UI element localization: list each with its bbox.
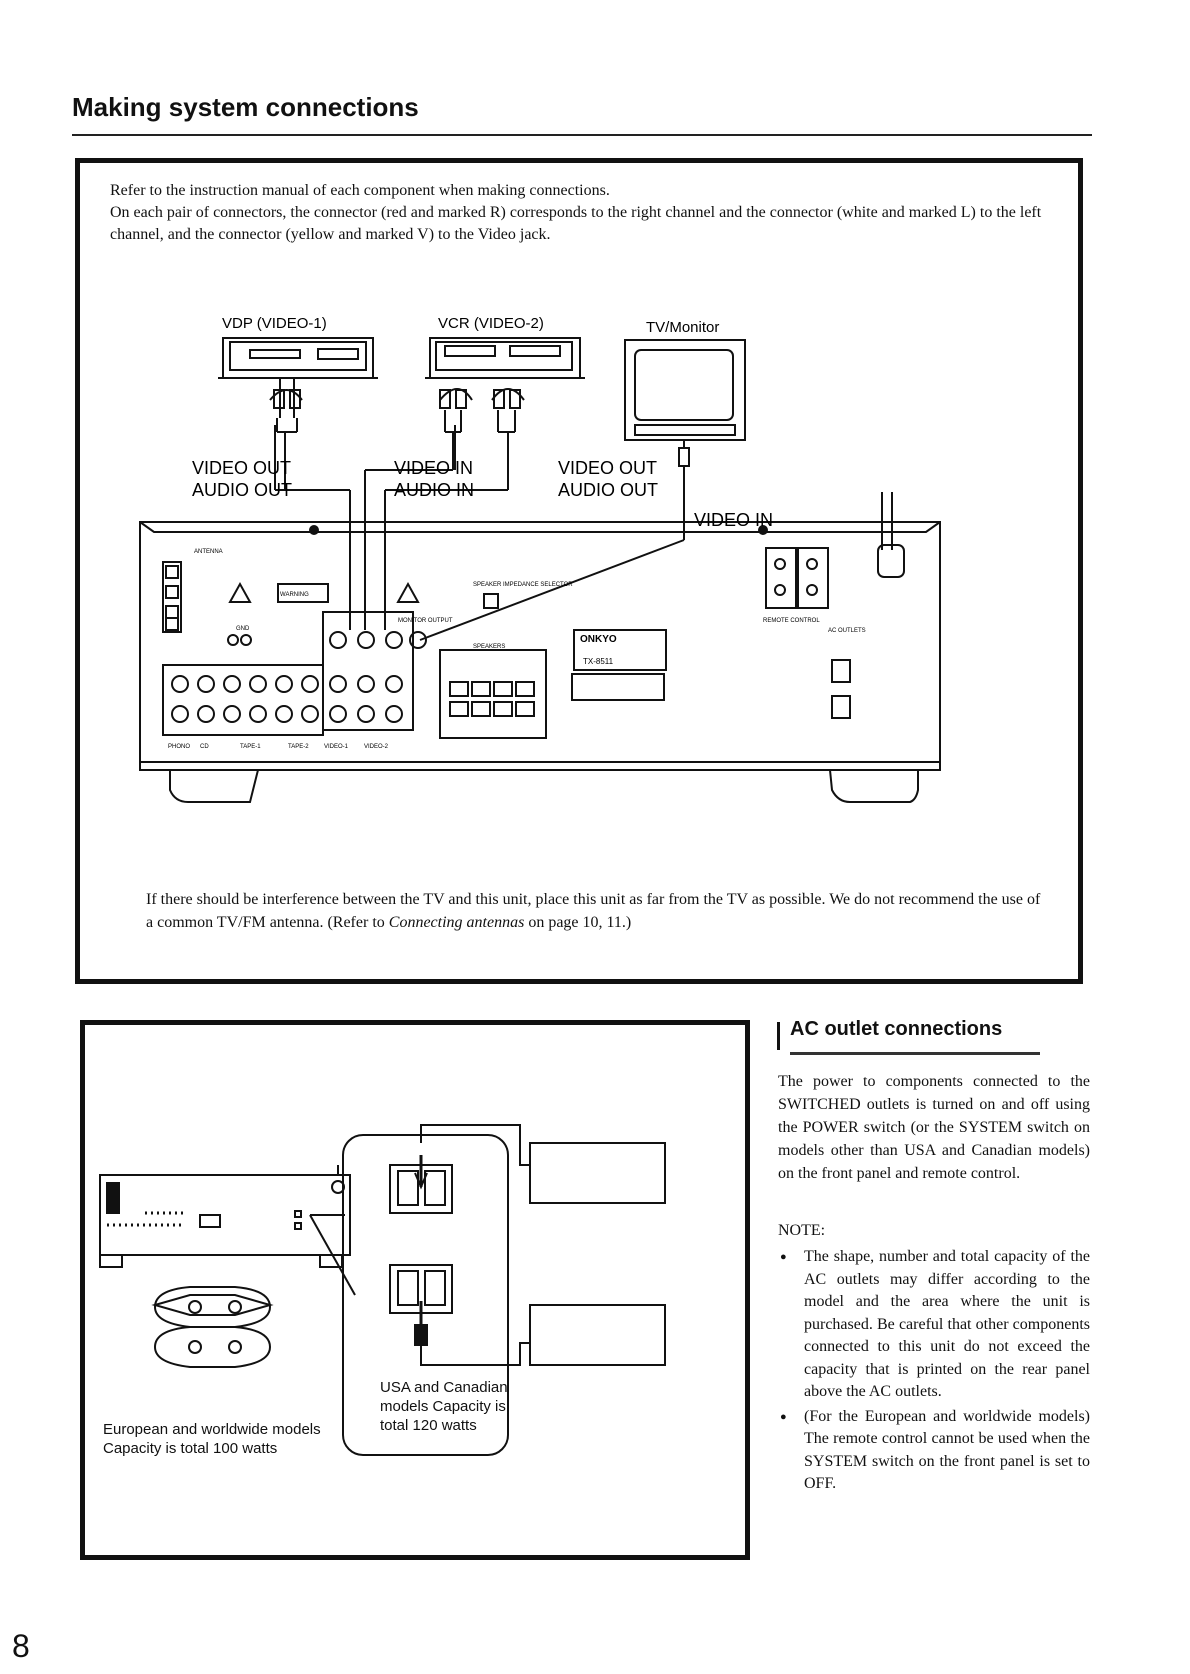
panel-antenna-label: ANTENNA <box>194 549 223 555</box>
label-vdp: VDP (VIDEO-1) <box>222 315 327 332</box>
panel-tape2-label: TAPE-2 <box>288 744 309 750</box>
vdp-device <box>218 337 378 379</box>
usa-capacity-caption: USA and Canadian models Capacity is tota… <box>380 1378 540 1435</box>
ac-body-text: The power to components connected to the… <box>778 1073 1090 1182</box>
label-vcr-audio-in: AUDIO IN <box>394 480 474 500</box>
usa-caption-line-1: USA and Canadian <box>380 1379 508 1396</box>
panel-warning-label: WARNING <box>280 592 309 598</box>
page-title: Making system connections <box>72 92 419 122</box>
vdp-cables <box>269 378 303 490</box>
note-item: The shape, number and total capacity of … <box>778 1246 1090 1404</box>
intro-text: Refer to the instruction manual of each … <box>110 180 1050 246</box>
intro-line-2: On each pair of connectors, the connecto… <box>110 204 1042 243</box>
label-vcr: VCR (VIDEO-2) <box>438 315 544 332</box>
label-vcr-video-in: VIDEO IN <box>394 458 473 478</box>
ac-heading-bracket <box>777 1022 784 1050</box>
panel-ac-outlets-label: AC OUTLETS <box>828 628 866 634</box>
note-item: (For the European and worldwide models) … <box>778 1406 1090 1496</box>
label-tv-video-in: VIDEO IN <box>694 510 773 530</box>
vcr-cables <box>439 388 525 470</box>
receiver-brand: ONKYO <box>580 634 617 645</box>
panel-cd-label: CD <box>200 744 209 750</box>
european-socket <box>151 1286 274 1368</box>
vcr-device <box>425 337 585 379</box>
connections-frame <box>75 158 1083 984</box>
label-vdp-audio-out: AUDIO OUT <box>192 480 292 500</box>
label-vcr-audio-out: AUDIO OUT <box>558 480 658 500</box>
receiver-model: TX-8511 <box>583 657 614 666</box>
connection-lines <box>274 425 893 641</box>
panel-monitor-label: MONITOR OUTPUT <box>398 618 453 624</box>
intro-line-1: Refer to the instruction manual of each … <box>110 182 610 199</box>
label-vcr-video-out: VIDEO OUT <box>558 458 657 478</box>
interference-note: If there should be interference between … <box>146 888 1046 934</box>
receiver-rear-panel <box>139 521 941 803</box>
component-box-1 <box>529 1142 666 1204</box>
usa-caption-line-2: models Capacity is <box>380 1398 506 1415</box>
connection-diagram: VDP (VIDEO-1) VCR (VIDEO-2) TV/Monitor V… <box>139 315 941 803</box>
ac-section-body: The power to components connected to the… <box>778 1070 1090 1185</box>
note-title: NOTE: <box>778 1222 826 1239</box>
panel-gnd-label: GND <box>236 626 250 632</box>
eu-capacity-caption: European and worldwide models Capacity i… <box>103 1420 363 1458</box>
title-divider <box>72 134 1092 136</box>
receiver-front <box>99 1165 356 1296</box>
tv-monitor <box>624 339 746 441</box>
ac-heading-underline <box>790 1052 1040 1055</box>
ac-diagram-frame <box>80 1020 750 1560</box>
eu-caption-line-2: Capacity is total 100 watts <box>103 1440 278 1457</box>
ac-outlet-diagram <box>99 1124 666 1456</box>
panel-video1-label: VIDEO-1 <box>324 744 349 750</box>
label-tv: TV/Monitor <box>646 319 719 336</box>
interference-text: If there should be interference between … <box>146 891 1041 931</box>
panel-video2-label: VIDEO-2 <box>364 744 389 750</box>
panel-tape1-label: TAPE-1 <box>240 744 261 750</box>
label-vdp-video-out: VIDEO OUT <box>192 458 291 478</box>
eu-caption-line-1: European and worldwide models <box>103 1421 321 1438</box>
note-list: The shape, number and total capacity of … <box>778 1246 1090 1498</box>
ac-section-heading: AC outlet connections <box>790 1018 1003 1040</box>
panel-phono-label: PHONO <box>168 744 190 750</box>
component-box-2 <box>529 1304 666 1366</box>
panel-speaker-selector-label: SPEAKER IMPEDANCE SELECTOR <box>473 582 573 588</box>
panel-speakers-label: SPEAKERS <box>473 644 505 650</box>
page-number: 8 <box>12 1628 30 1664</box>
interference-link-title: Connecting antennas <box>388 914 525 931</box>
usa-outlet-callout <box>342 1124 530 1456</box>
interference-page-ref: on page 10, 11.) <box>524 914 632 931</box>
usa-caption-line-3: total 120 watts <box>380 1417 477 1434</box>
panel-remote-label: REMOTE CONTROL <box>763 618 820 624</box>
